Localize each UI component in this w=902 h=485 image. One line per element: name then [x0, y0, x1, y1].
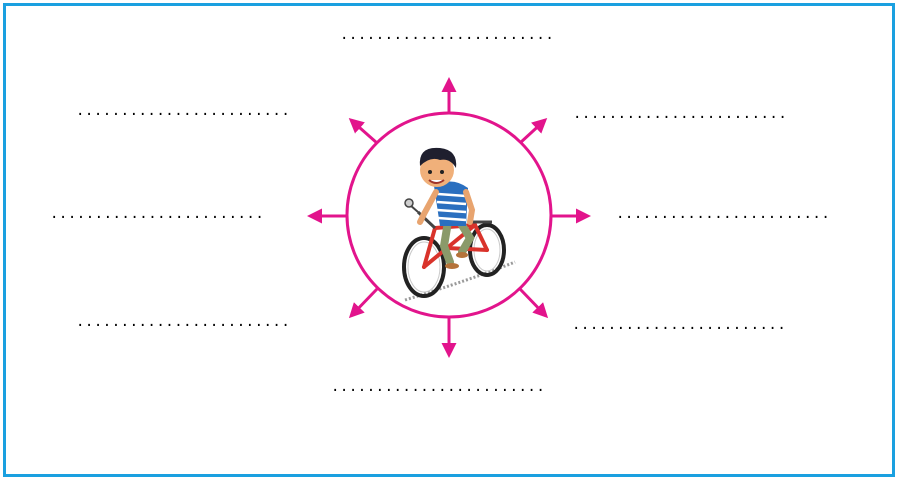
arrow-up-left [351, 120, 377, 143]
arrow-down-right [520, 289, 546, 316]
arrow-up-right [520, 120, 545, 143]
arrow-down-left [351, 289, 377, 316]
